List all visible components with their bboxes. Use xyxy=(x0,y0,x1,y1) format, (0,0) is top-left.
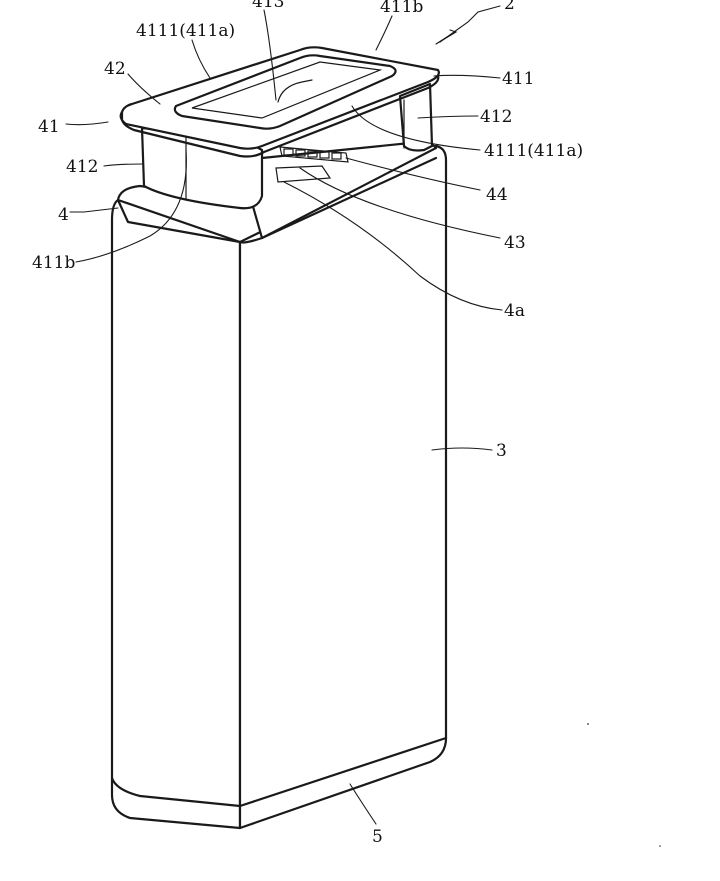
label-4: 4 xyxy=(58,205,69,225)
label-44: 44 xyxy=(486,185,508,205)
label-412-right: 412 xyxy=(480,107,512,127)
label-5: 5 xyxy=(372,827,383,847)
scan-specks xyxy=(587,723,661,847)
label-2: 2 xyxy=(504,0,515,14)
label-3: 3 xyxy=(496,441,507,461)
housing-body xyxy=(110,144,448,830)
label-43: 43 xyxy=(504,233,526,253)
label-413: 413 xyxy=(252,0,284,12)
label-411b-left: 411b xyxy=(32,253,75,273)
contact-pads xyxy=(279,146,349,163)
label-41: 41 xyxy=(38,117,60,137)
reference-labels: 2 411b 413 4111(411a) 42 411 41 412 4111… xyxy=(32,0,583,847)
label-42: 42 xyxy=(104,59,126,79)
handle xyxy=(119,46,440,210)
leader-lines xyxy=(65,5,503,825)
label-412-left: 412 xyxy=(66,157,98,177)
label-4111-right: 4111(411a) xyxy=(484,141,583,161)
label-411b-top: 411b xyxy=(380,0,423,17)
label-4111-top: 4111(411a) xyxy=(136,21,235,41)
label-411: 411 xyxy=(502,69,534,89)
label-4a: 4a xyxy=(504,301,525,321)
